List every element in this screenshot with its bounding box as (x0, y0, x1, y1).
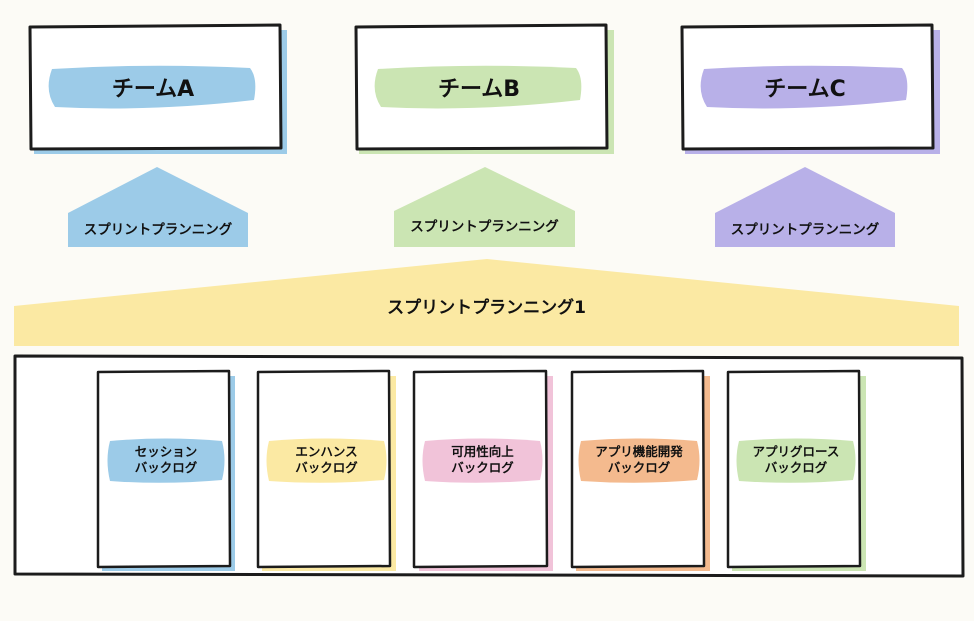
backlog-label-1: セッション バックログ (134, 444, 198, 476)
backlog-pill-4 (578, 438, 700, 483)
backlog-pill-5 (736, 438, 856, 483)
backlog-label-5: アプリグロース バックログ (752, 444, 840, 476)
backlog-label-4: アプリ機能開発 バックログ (595, 444, 683, 476)
sprint-planning-shape-c (715, 167, 895, 247)
backlog-pill-1 (107, 438, 225, 483)
sprint-planning-shape-b (394, 167, 575, 247)
team-box-c (680, 23, 940, 154)
sprint-planning-label-a: スプリントプランニング (83, 222, 233, 238)
team-box-a (28, 23, 287, 154)
team-pill-b (374, 65, 582, 109)
backlog-pill-3 (422, 438, 543, 483)
sprint-planning-1-label: スプリントプランニング1 (387, 298, 586, 318)
backlog-card-4 (570, 369, 710, 571)
team-pill-a (48, 65, 256, 109)
backlog-card-1 (96, 369, 235, 571)
team-label-a: チームA (111, 77, 195, 102)
backlog-card-3 (412, 369, 553, 571)
sprint-planning-1-shape (14, 259, 959, 346)
team-pill-c (700, 65, 908, 109)
backlog-label-3: 可用性向上 バックログ (451, 444, 514, 476)
team-label-c: チームC (764, 77, 846, 102)
backlog-pill-2 (266, 438, 387, 483)
backlog-label-2: エンハンス バックログ (295, 444, 358, 476)
team-box-b (354, 23, 614, 154)
sprint-planning-label-c: スプリントプランニング (730, 222, 880, 238)
sprint-planning-label-b: スプリントプランニング (410, 219, 559, 235)
sprint-planning-shape-a (68, 167, 248, 247)
team-label-b: チームB (437, 77, 521, 102)
backlog-card-5 (726, 369, 866, 571)
backlog-card-2 (256, 369, 396, 571)
